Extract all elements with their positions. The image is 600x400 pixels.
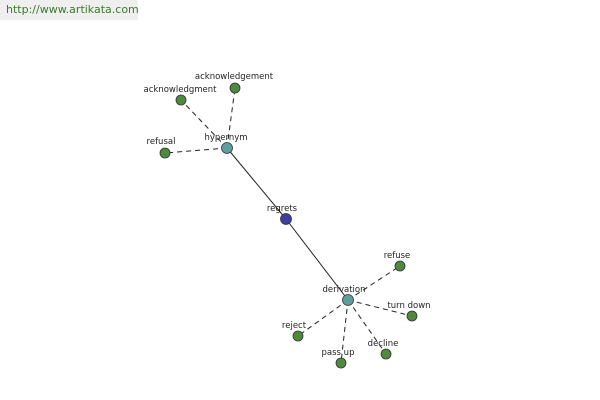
- node-pass-up[interactable]: [335, 357, 347, 369]
- node-label-hypernym[interactable]: hypernym: [204, 133, 247, 143]
- node-acknowledgment[interactable]: [175, 94, 187, 106]
- edge-derivation-pass-up: [340, 299, 349, 364]
- node-label-reject[interactable]: reject: [282, 321, 307, 331]
- node-label-decline[interactable]: decline: [368, 339, 399, 349]
- node-label-acknowledgment[interactable]: acknowledgment: [144, 85, 218, 95]
- node-label-derivation[interactable]: derivation: [322, 285, 365, 295]
- node-label-refuse[interactable]: refuse: [384, 251, 411, 261]
- node-hypernym[interactable]: [221, 142, 233, 154]
- node-turn-down[interactable]: [406, 310, 418, 322]
- edges-layer: [164, 87, 413, 364]
- site-url[interactable]: http://www.artikata.com: [0, 0, 139, 20]
- node-regrets[interactable]: [280, 213, 292, 225]
- edge-hypernym-acknowledgment: [180, 99, 228, 149]
- edge-derivation-turn-down: [347, 299, 413, 317]
- edge-regrets-derivation: [285, 218, 349, 301]
- edge-regrets-hypernym: [226, 147, 287, 220]
- edge-derivation-reject: [297, 299, 349, 337]
- edge-hypernym-acknowledgement: [226, 87, 236, 149]
- edge-derivation-decline: [347, 299, 387, 355]
- node-acknowledgement[interactable]: [229, 82, 241, 94]
- node-refusal[interactable]: [159, 147, 171, 159]
- node-label-acknowledgement[interactable]: acknowledgement: [195, 72, 274, 82]
- edge-hypernym-refusal: [164, 147, 228, 154]
- node-derivation[interactable]: [342, 294, 354, 306]
- node-label-turn-down[interactable]: turn down: [387, 301, 430, 311]
- node-label-pass-up[interactable]: pass up: [322, 348, 355, 358]
- node-label-refusal[interactable]: refusal: [147, 137, 176, 147]
- node-refuse[interactable]: [394, 260, 406, 272]
- node-decline[interactable]: [380, 348, 392, 360]
- node-reject[interactable]: [292, 330, 304, 342]
- node-label-regrets[interactable]: regrets: [267, 204, 298, 214]
- labels-layer: regrets hypernym derivation acknowledgment a…: [144, 72, 431, 358]
- edge-derivation-refuse: [347, 265, 401, 301]
- nodes-layer: [159, 82, 418, 369]
